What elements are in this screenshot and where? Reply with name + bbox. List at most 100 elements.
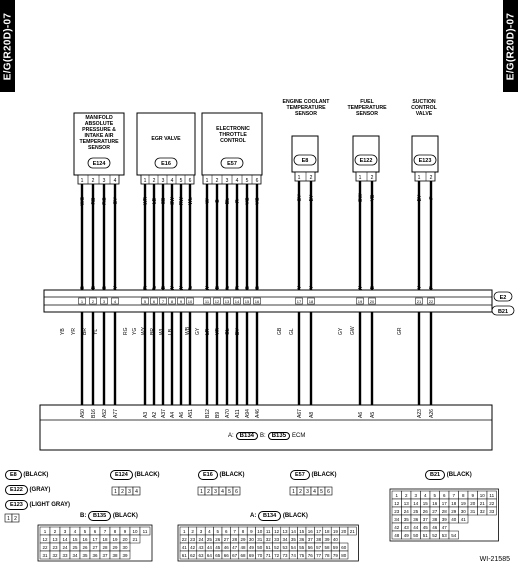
b21-pin: 12: [394, 501, 400, 506]
b134-pin: 19: [333, 529, 339, 534]
throttle-control-label: ELECTRONIC THROTTLE CONTROL: [216, 126, 250, 144]
b134-pin: 60: [341, 545, 347, 550]
b135-pin: 28: [102, 545, 108, 550]
b135-frame: [37, 524, 153, 562]
b135-cell: [139, 526, 151, 536]
b21-pin: 30: [461, 509, 467, 514]
b135-pin: 18: [102, 537, 108, 542]
ecm-conn-b: B135: [267, 432, 291, 440]
b134-pin: 32: [266, 537, 272, 542]
b135-pin: 19: [112, 537, 118, 542]
b134-frame: [177, 524, 359, 562]
b21-pin: 36: [413, 517, 419, 522]
wire-color-mid-lower: WB: [185, 326, 191, 335]
b134-pin: 28: [232, 537, 238, 542]
b135-pin: 25: [72, 545, 78, 550]
b21-pin: 18: [451, 501, 457, 506]
b134-pin: 33: [274, 537, 280, 542]
e16-pin: 6: [235, 489, 238, 495]
junction-pin-cell: [253, 297, 261, 305]
b134-pin: 24: [198, 537, 204, 542]
ecm-pin: A11: [235, 409, 241, 418]
b21-pin: 10: [480, 493, 486, 498]
legend-e8: E8 (BLACK): [5, 470, 48, 480]
b134-pin: 49: [249, 545, 255, 550]
b134-pin: 70: [257, 553, 263, 558]
b21-pin: 14: [413, 501, 419, 506]
legend-b21: B21 (BLACK): [425, 470, 472, 480]
b135-pin: 16: [82, 537, 88, 542]
pin-number: 1: [81, 178, 84, 184]
fuel-temp-sensor-label: FUEL TEMPERATURE SENSOR: [347, 99, 387, 117]
junction-pin-cell: [186, 297, 194, 305]
b21-pin: 2: [405, 493, 408, 498]
pin-number: 4: [236, 178, 239, 184]
b134-pin: 9: [250, 529, 253, 534]
junction-pin: 8: [171, 299, 174, 304]
b134-cell: [339, 550, 349, 560]
wire-color-mid-upper: BY: [309, 285, 315, 292]
pin-number: 2: [371, 175, 374, 181]
b21-pin: 50: [413, 533, 419, 538]
wire-color-mid-lower: LB: [168, 328, 174, 335]
b21-pin: 27: [432, 509, 438, 514]
b134-pin: 54: [291, 545, 297, 550]
junction-pin: 11: [205, 299, 210, 304]
junction-pin: 22: [429, 299, 434, 304]
junction-pin-cell: [111, 297, 119, 305]
ecm-pin: A5: [370, 412, 376, 418]
ecm-pin: A37: [161, 409, 167, 418]
b134-pin: 11: [266, 529, 271, 534]
junction-pin-cell: [415, 297, 423, 305]
junction-pin-cell: [213, 297, 221, 305]
wire-color-mid-lower: GB: [277, 327, 283, 335]
ecm-pin: A94: [245, 409, 251, 418]
b21-pin: 21: [480, 501, 486, 506]
conn-oval-fts: [354, 154, 378, 166]
b134-pin: 61: [182, 553, 188, 558]
b135-pin: 15: [72, 537, 78, 542]
b135-pin: 8: [114, 529, 117, 534]
b134-pin: 68: [240, 553, 246, 558]
wire-color-mid-lower: WY: [141, 326, 147, 335]
wire-color-mid-upper: B: [215, 285, 221, 289]
b21-cell: [486, 506, 497, 516]
b134-pin: 34: [282, 537, 288, 542]
wire-color-mid-lower: YB: [60, 328, 66, 335]
b134-pin: 15: [299, 529, 305, 534]
junction-pin-cell: [100, 297, 108, 305]
b135-pin: 12: [42, 537, 48, 542]
b134-pin: 39: [324, 537, 330, 542]
e124-pin: 3: [128, 489, 131, 495]
wire-color-mid-upper: GY: [113, 285, 119, 293]
ecm-frame: [39, 404, 493, 451]
b21-pin: 54: [451, 533, 457, 538]
junction-pin-cell: [78, 297, 86, 305]
e124-pin: 2: [121, 489, 124, 495]
b135-pin: 30: [122, 545, 128, 550]
b135-cell: [119, 550, 131, 560]
b135-pin: 21: [132, 537, 138, 542]
ecm-pin: A67: [297, 409, 303, 418]
wire-color-mid-lower: BR: [150, 328, 156, 335]
conn-label-scv: E123: [419, 158, 432, 164]
conn-oval-scv: [413, 154, 437, 166]
wire-color-mid-lower: GY: [338, 327, 344, 335]
b135-pin: 1: [44, 529, 47, 534]
b134-pin: 25: [207, 537, 213, 542]
b134-pin: 26: [215, 537, 221, 542]
pin-number: 1: [144, 178, 147, 184]
b21-pin: 40: [451, 517, 457, 522]
b135-pin: 36: [92, 553, 98, 558]
b134-pin: 57: [316, 545, 322, 550]
pin-number: 1: [206, 178, 209, 184]
junction-pin-cell: [89, 297, 97, 305]
b21-pin: 47: [442, 525, 448, 530]
ecm-pin: A23: [417, 409, 423, 418]
b134-cell: [347, 526, 357, 536]
ecm-pin: B16: [91, 409, 97, 418]
junction-pin-cell: [177, 297, 185, 305]
